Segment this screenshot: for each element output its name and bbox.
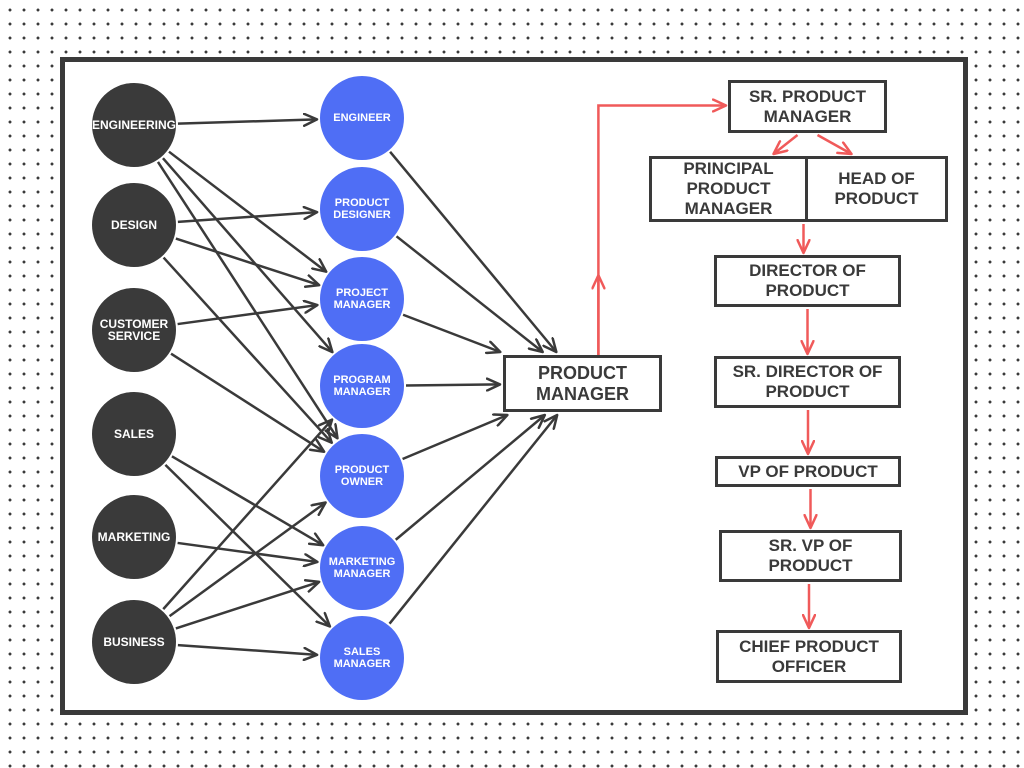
node-vp-of-product: VP OF PRODUCT xyxy=(715,456,901,487)
edge-sales-to-sales-manager xyxy=(164,463,330,627)
node-label: SR. DIRECTOR OF PRODUCT xyxy=(732,362,883,401)
node-label: SR. VP OF PRODUCT xyxy=(768,536,853,575)
node-product-manager: PRODUCT MANAGER xyxy=(503,355,662,412)
node-label: VP OF PRODUCT xyxy=(738,461,878,481)
node-label: PRODUCT OWNER xyxy=(334,464,390,488)
node-project-manager: PROJECT MANAGER xyxy=(320,257,404,341)
node-label: PRODUCT MANAGER xyxy=(536,362,629,404)
node-label: PRODUCT DESIGNER xyxy=(333,197,391,221)
edge-customer-service-to-project-manager xyxy=(177,305,318,326)
node-label: CUSTOMER SERVICE xyxy=(99,317,169,343)
career-edge-sr-product-manager-to-head-of-product xyxy=(816,133,852,154)
node-label: CHIEF PRODUCT OFFICER xyxy=(739,636,879,676)
node-label: SALES MANAGER xyxy=(333,646,391,670)
edge-program-manager-to-product-manager xyxy=(405,384,500,385)
node-product-owner: PRODUCT OWNER xyxy=(320,434,404,518)
edge-design-to-product-owner xyxy=(162,256,332,443)
edge-customer-service-to-product-owner xyxy=(170,352,324,452)
edge-layer xyxy=(156,119,558,655)
node-sr-vp-of-product: SR. VP OF PRODUCT xyxy=(719,530,902,582)
node-marketing: MARKETING xyxy=(92,495,176,579)
edge-sales-to-marketing-manager xyxy=(171,455,323,545)
node-label: SALES xyxy=(113,427,154,441)
node-label: ENGINEER xyxy=(333,112,391,124)
node-label: ENGINEERING xyxy=(92,118,177,132)
node-label: PRINCIPAL PRODUCT MANAGER xyxy=(683,159,774,218)
edge-business-to-sales-manager xyxy=(177,643,317,655)
node-marketing-manager: MARKETING MANAGER xyxy=(320,526,404,610)
node-label: SR. PRODUCT MANAGER xyxy=(748,86,867,126)
edge-product-designer-to-product-manager xyxy=(395,235,543,352)
node-engineer: ENGINEER xyxy=(320,76,404,160)
node-design: DESIGN xyxy=(92,183,176,267)
edge-sales-manager-to-product-manager xyxy=(388,415,558,625)
edge-business-to-product-owner xyxy=(168,502,326,618)
career-path-layer xyxy=(598,106,851,629)
node-engineering: ENGINEERING xyxy=(92,83,176,167)
node-label: MARKETING xyxy=(97,530,171,544)
node-label: MARKETING MANAGER xyxy=(328,556,396,580)
node-principal-product-manager: PRINCIPAL PRODUCT MANAGER xyxy=(649,156,808,222)
node-sales: SALES xyxy=(92,392,176,476)
node-chief-product-officer: CHIEF PRODUCT OFFICER xyxy=(716,630,902,683)
edge-design-to-product-designer xyxy=(177,212,317,224)
node-sr-director-of-product: SR. DIRECTOR OF PRODUCT xyxy=(714,356,901,408)
node-label: PROJECT MANAGER xyxy=(333,287,391,311)
node-sales-manager: SALES MANAGER xyxy=(320,616,404,700)
node-label: HEAD OF PRODUCT xyxy=(834,169,919,208)
node-label: DIRECTOR OF PRODUCT xyxy=(749,261,866,300)
edge-business-to-program-manager xyxy=(162,420,332,610)
edge-engineering-to-product-owner xyxy=(156,161,338,438)
edge-marketing-manager-to-product-manager xyxy=(394,415,545,541)
node-program-manager: PROGRAM MANAGER xyxy=(320,344,404,428)
edge-engineering-to-project-manager xyxy=(168,150,326,272)
edge-product-owner-to-product-manager xyxy=(402,415,508,461)
career-edge-sr-product-manager-to-principal-product-manager xyxy=(774,134,799,154)
node-director-of-product: DIRECTOR OF PRODUCT xyxy=(714,255,901,307)
node-sr-product-manager: SR. PRODUCT MANAGER xyxy=(728,80,887,133)
edge-engineering-to-engineer xyxy=(177,119,317,123)
node-product-designer: PRODUCT DESIGNER xyxy=(320,167,404,251)
node-label: PROGRAM MANAGER xyxy=(333,374,391,398)
node-business: BUSINESS xyxy=(92,600,176,684)
edge-marketing-to-marketing-manager xyxy=(177,541,318,562)
career-edge-product-manager-to-sr-product-manager xyxy=(597,106,726,355)
edge-engineering-to-program-manager xyxy=(162,157,332,352)
edge-design-to-project-manager xyxy=(175,237,319,286)
node-label: BUSINESS xyxy=(103,635,165,649)
node-head-of-product: HEAD OF PRODUCT xyxy=(805,156,948,222)
edge-engineer-to-product-manager xyxy=(389,151,556,352)
edge-project-manager-to-product-manager xyxy=(402,313,500,352)
edge-business-to-marketing-manager xyxy=(175,582,319,630)
node-label: DESIGN xyxy=(110,218,157,232)
node-customer-service: CUSTOMER SERVICE xyxy=(92,288,176,372)
